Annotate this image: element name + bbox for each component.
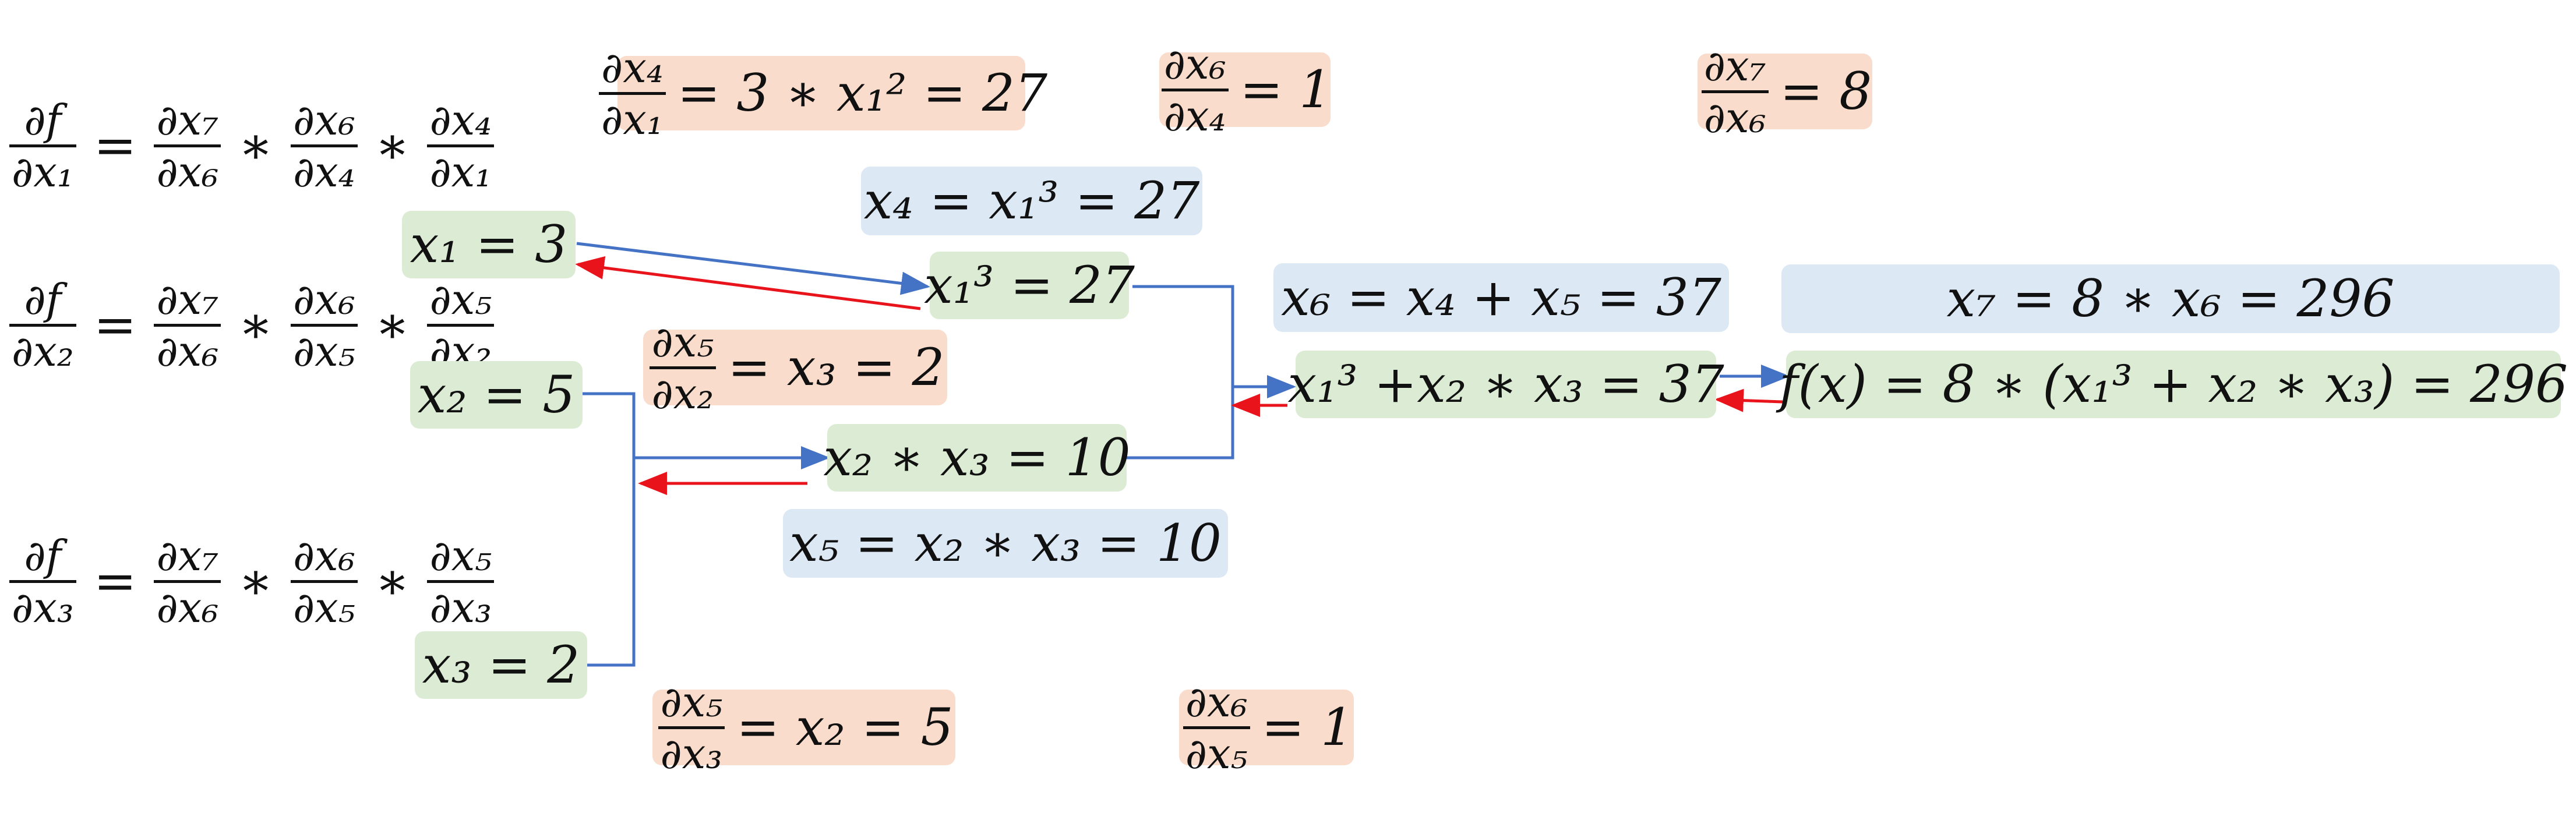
chain-rule-x3: ∂f∂x₃ = ∂x₇∂x₆ ∗ ∂x₆∂x₅ ∗ ∂x₅∂x₃	[6, 535, 518, 628]
partial-denominator: ∂x₃	[660, 729, 723, 778]
chain-rule-x2: ∂f∂x₂ = ∂x₇∂x₆ ∗ ∂x₆∂x₅ ∗ ∂x₅∂x₂	[6, 278, 518, 372]
definition-x5: x₅ = x₂ ∗ x₃ = 10	[783, 509, 1228, 578]
partial-denominator: ∂x₆	[1703, 93, 1766, 142]
term1-denominator: ∂x₆	[156, 147, 219, 196]
partial-numerator: ∂x₆	[1185, 677, 1248, 726]
partial-dx6-dx4: ∂x₆∂x₄ = 1	[1159, 43, 1332, 137]
node-cube: x₁³ = 27	[924, 252, 1135, 319]
term2-numerator: ∂x₆	[292, 531, 355, 580]
chain-rule-x1: ∂f∂x₁ = ∂x₇∂x₆ ∗ ∂x₆∂x₄ ∗ ∂x₄∂x₁	[6, 95, 518, 196]
partial-numerator: ∂x₆	[1163, 39, 1226, 89]
partial-numerator: ∂x₇	[1703, 41, 1766, 90]
definition-x7: x₇ = 8 ∗ x₆ = 296	[1781, 264, 2560, 333]
partial-denominator: ∂x₄	[1163, 91, 1226, 140]
partial-denominator: ∂x₂	[651, 369, 714, 418]
term2-numerator: ∂x₆	[292, 274, 355, 324]
partial-value: = 3 ∗ x₁² = 27	[677, 63, 1047, 123]
backward-arrow-cube-to-x1	[575, 256, 921, 310]
definition-x4: x₄ = x₁³ = 27	[861, 167, 1202, 235]
term3-numerator: ∂x₄	[429, 95, 492, 144]
term3-numerator: ∂x₅	[429, 531, 492, 580]
term1-numerator: ∂x₇	[156, 95, 219, 144]
term2-numerator: ∂x₆	[292, 95, 355, 144]
term3-denominator: ∂x₃	[429, 582, 492, 632]
forward-arrow-x1-to-cube	[576, 242, 930, 295]
multiply-sign: ∗	[375, 115, 410, 175]
partial-dx7-dx6: ∂x₇∂x₆ = 8	[1698, 45, 1872, 139]
term1-numerator: ∂x₇	[156, 531, 219, 580]
node-x3: x₃ = 2	[415, 631, 587, 699]
node-output: f(x) = 8 ∗ (x₁³ + x₂ ∗ x₃) = 296	[1779, 351, 2568, 418]
partial-dx4-dx1: ∂x₄∂x₁ = 3 ∗ x₁² = 27	[599, 47, 1047, 140]
definition-x6: x₆ = x₄ + x₅ = 37	[1273, 263, 1729, 332]
node-sum: x₁³ +x₂ ∗ x₃ = 37	[1287, 351, 1724, 418]
equals-sign: =	[93, 295, 137, 355]
multiply-sign: ∗	[238, 295, 273, 355]
node-x1: x₁ = 3	[402, 211, 576, 278]
multiply-sign: ∗	[238, 115, 273, 175]
term2-denominator: ∂x₅	[292, 326, 355, 376]
multiply-sign: ∗	[238, 551, 273, 611]
partial-value: = 8	[1780, 61, 1872, 121]
lhs-numerator: ∂f	[24, 531, 62, 580]
partial-value: = x₂ = 5	[736, 697, 954, 757]
term3-numerator: ∂x₅	[429, 274, 492, 324]
partial-value: = 1	[1240, 59, 1332, 119]
partial-value: = x₃ = 2	[728, 337, 945, 397]
partial-dx6-dx5: ∂x₆∂x₅ = 1	[1179, 681, 1354, 775]
partial-numerator: ∂x₅	[660, 677, 723, 726]
equals-sign: =	[93, 551, 137, 611]
lhs-denominator: ∂x₂	[12, 326, 74, 376]
term2-denominator: ∂x₄	[292, 147, 355, 196]
multiply-sign: ∗	[375, 551, 410, 611]
term2-denominator: ∂x₅	[292, 582, 355, 632]
term1-denominator: ∂x₆	[156, 582, 219, 632]
partial-denominator: ∂x₅	[1185, 729, 1248, 778]
lhs-denominator: ∂x₃	[12, 582, 74, 632]
backward-arrow-output-to-sum	[1714, 388, 1783, 412]
lhs-numerator: ∂f	[24, 274, 62, 324]
equals-sign: =	[93, 115, 137, 175]
partial-numerator: ∂x₄	[601, 43, 664, 92]
partial-value: = 1	[1261, 697, 1354, 757]
merge-line-cube-product	[1127, 285, 1234, 460]
lhs-numerator: ∂f	[24, 95, 62, 144]
bus-line-x2-x3	[583, 392, 636, 667]
node-product: x₂ ∗ x₃ = 10	[823, 424, 1131, 492]
multiply-sign: ∗	[375, 295, 410, 355]
term1-denominator: ∂x₆	[156, 326, 219, 376]
node-x2: x₂ = 5	[410, 361, 583, 429]
partial-numerator: ∂x₅	[651, 317, 714, 366]
term1-numerator: ∂x₇	[156, 274, 219, 324]
term3-denominator: ∂x₁	[429, 147, 492, 196]
partial-denominator: ∂x₁	[601, 94, 664, 144]
partial-dx5-dx3: ∂x₅∂x₃ = x₂ = 5	[652, 681, 955, 775]
lhs-denominator: ∂x₁	[12, 147, 74, 196]
partial-dx5-dx2: ∂x₅∂x₂ = x₃ = 2	[643, 321, 947, 415]
